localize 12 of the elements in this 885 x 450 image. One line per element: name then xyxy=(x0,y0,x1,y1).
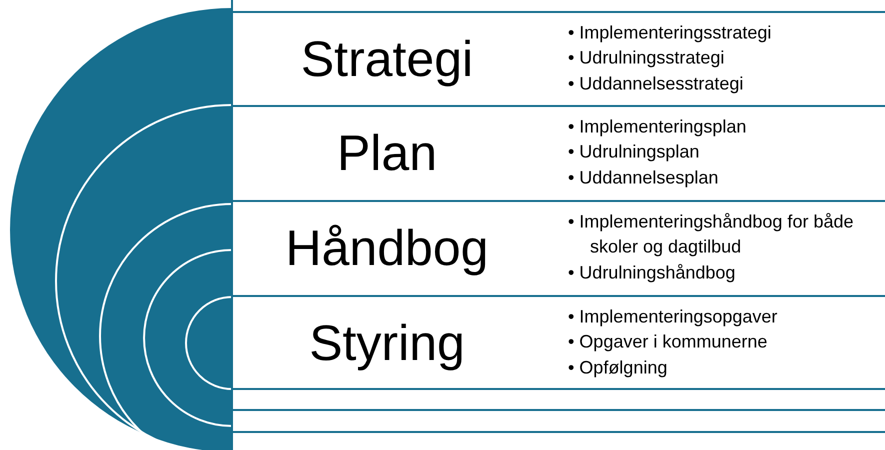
bullet-item: • Uddannelsesstrategi xyxy=(568,72,744,96)
bullet-item: • Implementeringsopgaver xyxy=(568,305,778,328)
bullet-item: • Implementeringsstrategi xyxy=(568,21,772,44)
bullet-item: • Udrulningsstrategi xyxy=(568,46,726,70)
bullet-item: • Implementeringshåndbog for både skoler og dagtilbud xyxy=(568,210,854,259)
bullet-item: • Implementeringsplan xyxy=(568,115,748,138)
bullet-item: • Uddannelsesplan xyxy=(568,166,720,190)
bullet-item: • Udrulningsplan xyxy=(568,140,700,164)
bullet-item: • Opfølgning xyxy=(568,356,668,380)
bullet-item: • Opgaver i kommunerne xyxy=(568,330,768,354)
bullet-item: • Udrulningshåndbog xyxy=(568,261,736,284)
row-title: Plan xyxy=(336,128,438,178)
